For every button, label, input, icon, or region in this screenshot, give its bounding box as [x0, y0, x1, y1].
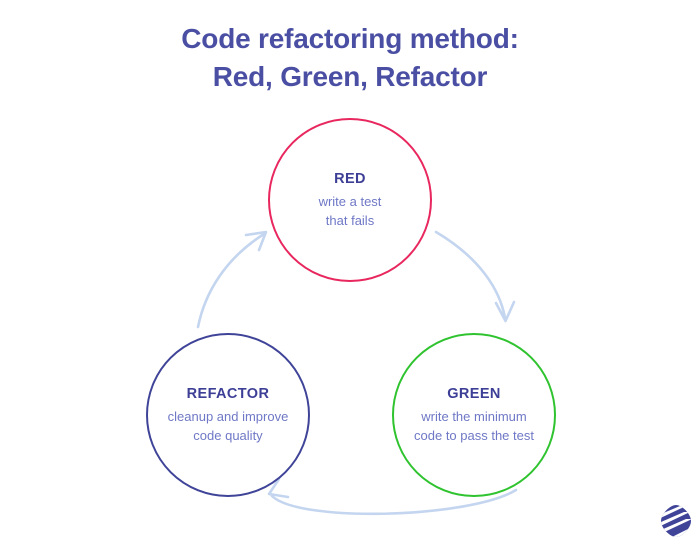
page-title: Code refactoring method: Red, Green, Ref… [0, 20, 700, 96]
stage-green[interactable]: GREEN write the minimum code to pass the… [392, 333, 556, 497]
stage-green-description: write the minimum code to pass the test [404, 407, 544, 445]
page-title-line-1: Code refactoring method: [181, 23, 519, 54]
arrow-refactor-to-red [196, 230, 268, 329]
arrow-red-to-green [434, 230, 516, 323]
page-title-line-2: Red, Green, Refactor [212, 61, 488, 92]
stage-red-description-line-2: that fails [325, 212, 375, 228]
stage-red[interactable]: RED write a test that fails [268, 118, 432, 282]
brand-logo-icon [661, 505, 691, 537]
stage-refactor-description-line-1: cleanup and improve [167, 408, 289, 424]
stage-red-description-line-1: write a test [318, 193, 382, 209]
stage-red-label: RED [334, 170, 366, 187]
stage-green-description-line-1: write the minimum [421, 408, 527, 424]
stage-green-label: GREEN [447, 385, 501, 402]
stage-green-description-line-2: code to pass the test [414, 427, 534, 443]
stage-red-description: write a test that fails [309, 192, 392, 230]
stage-refactor-description: cleanup and improve code quality [158, 407, 299, 445]
stage-refactor-label: REFACTOR [186, 385, 270, 402]
stage-refactor[interactable]: REFACTOR cleanup and improve code qualit… [146, 333, 310, 497]
stage-refactor-description-line-2: code quality [193, 427, 263, 443]
